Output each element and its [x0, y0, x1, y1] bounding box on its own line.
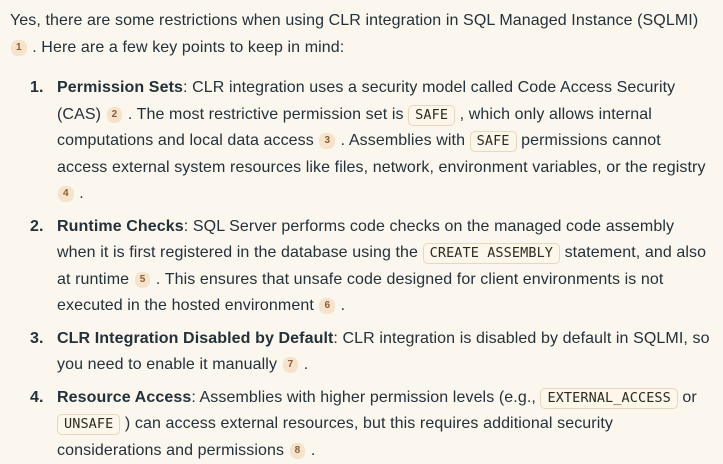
inline-code: SAFE [470, 131, 517, 152]
list-item-number: 3. [30, 326, 44, 353]
list-item-number: 1. [30, 75, 44, 102]
citation-badge[interactable]: 4 [58, 186, 74, 202]
list-item-text: Runtime Checks: SQL Server performs code… [57, 218, 706, 315]
bold-label: Runtime Checks [57, 218, 184, 235]
list-item: 1. Permission Sets: CLR integration uses… [10, 75, 713, 208]
bold-label: Permission Sets [57, 79, 183, 96]
list-item-text: Resource Access: Assemblies with higher … [57, 389, 697, 459]
list-item: 4. Resource Access: Assemblies with high… [10, 385, 713, 464]
list-item-number: 2. [30, 214, 44, 241]
inline-code: CREATE ASSEMBLY [423, 243, 560, 264]
key-points-list: 1. Permission Sets: CLR integration uses… [10, 75, 713, 464]
list-item-text: Permission Sets: CLR integration uses a … [57, 79, 706, 202]
list-item: 3. CLR Integration Disabled by Default: … [10, 326, 713, 379]
citation-badge[interactable]: 7 [283, 357, 299, 373]
list-item: 2. Runtime Checks: SQL Server performs c… [10, 214, 713, 320]
citation-badge[interactable]: 2 [107, 107, 123, 123]
intro-paragraph: Yes, there are some restrictions when us… [10, 8, 713, 61]
bold-label: Resource Access [57, 389, 191, 406]
list-item-text: CLR Integration Disabled by Default: CLR… [57, 330, 710, 374]
bold-label: CLR Integration Disabled by Default [57, 330, 333, 347]
citation-badge[interactable]: 6 [319, 298, 335, 314]
list-item-number: 4. [30, 385, 44, 412]
inline-code: EXTERNAL_ACCESS [540, 388, 677, 409]
citation-badge[interactable]: 3 [319, 133, 335, 149]
citation-badge[interactable]: 1 [11, 40, 27, 56]
citation-badge[interactable]: 5 [135, 272, 151, 288]
inline-code: SAFE [408, 105, 455, 126]
inline-code: UNSAFE [57, 414, 120, 435]
citation-badge[interactable]: 8 [290, 443, 306, 459]
